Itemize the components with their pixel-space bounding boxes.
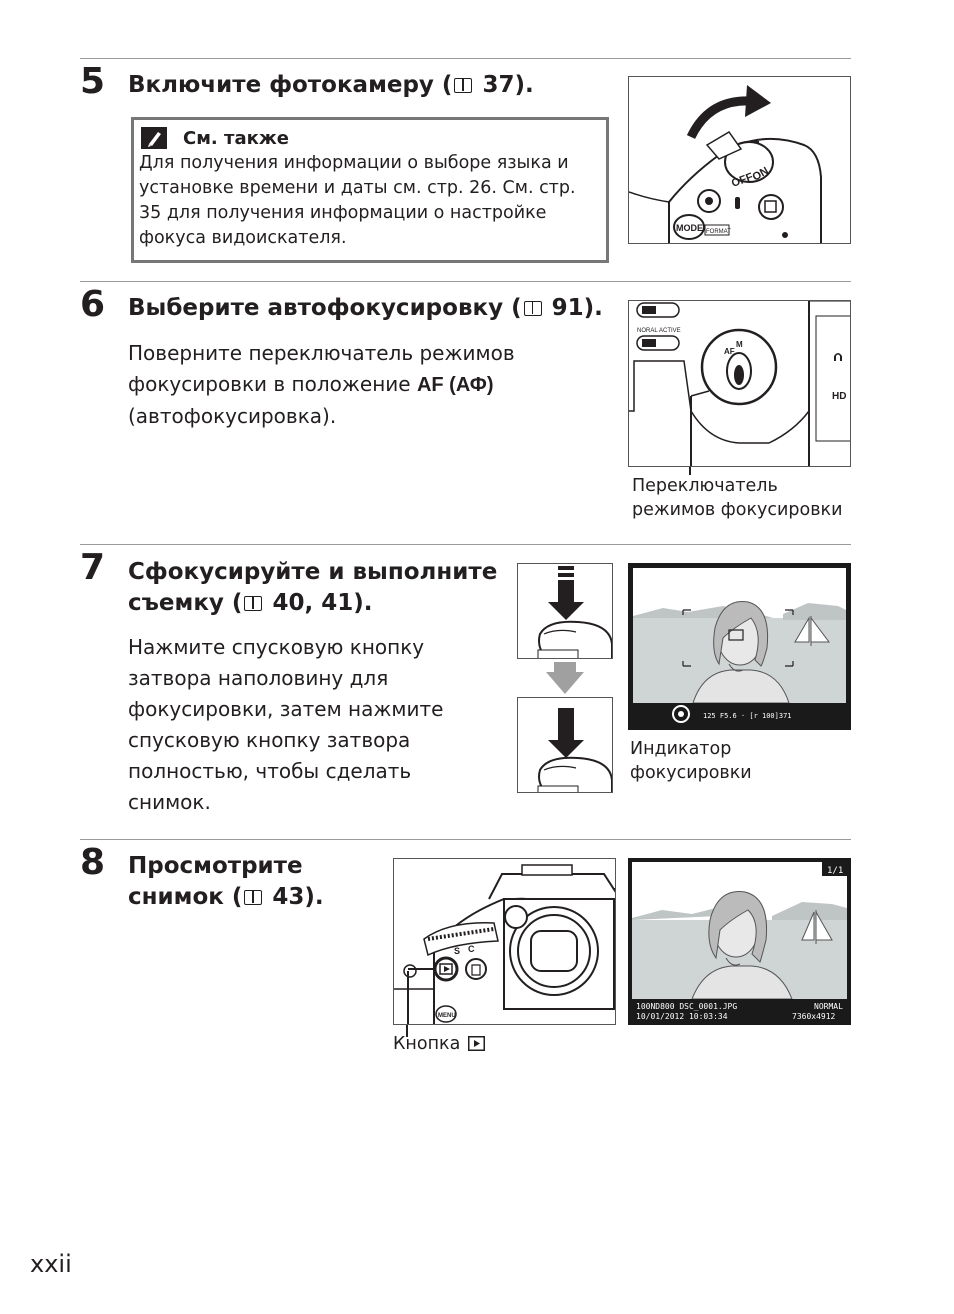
note-line: установке времени и даты см. стр. 26. См… [139,178,576,198]
af-label: AF [724,347,735,356]
focus-mode-selector-illustration: NORAL ACTIVE HD AF M [628,300,851,467]
camera-back-illustration: S C MENU [393,858,616,1025]
m-label: M [736,340,743,349]
playback-icon [467,1034,485,1058]
c-label: C [468,944,475,954]
pencil-icon [141,127,167,149]
book-ref-icon [523,301,542,316]
step-title: Включите фотокамеру ( 37). [128,72,534,98]
format-label: FORMAT [706,229,731,235]
callout-line [406,1025,408,1037]
active-label: ACTIVE [659,328,681,334]
hd-label: HD [832,391,846,402]
arrow-down-icon [546,662,584,698]
step-body: Поверните переключатель режимов фокусиро… [128,341,515,428]
divider [80,839,851,840]
capture-datetime: 10/01/2012 10:03:34 [636,1012,728,1021]
callout-line [689,467,691,475]
divider [80,544,851,545]
folder-file-name: 100ND800 DSC_0001.JPG [636,1002,737,1011]
see-also-note: См. также Для получения информации о выб… [131,117,609,263]
image-quality: NORMAL [814,1002,843,1011]
image-size: 7360x4912 [792,1012,836,1021]
mode-label: MODE [676,223,703,233]
divider [80,281,851,282]
image-counter: 1/1 [827,866,843,876]
playback-display: 1/1 100ND800 DSC_0001.JPG NORMAL 10/01/2… [628,858,851,1025]
shutter-full-press-illustration [517,697,613,793]
focus-indicator-caption: Индикатор фокусировки [630,739,752,783]
step-number: 8 [80,842,106,883]
step-body: Нажмите спусковую кнопку затвора наполов… [128,635,444,814]
note-heading: См. также [139,126,601,151]
viewfinder-display: 125 F5.6 · [r 100]371 [628,563,851,730]
step-number: 7 [80,547,106,588]
book-ref-icon [244,890,263,905]
book-ref-icon [244,596,263,611]
step-number: 6 [80,284,106,325]
divider [80,58,851,59]
noral-label: NORAL [637,328,658,334]
book-ref-icon [454,78,473,93]
playback-button-caption: Кнопка [393,1032,485,1058]
note-line: фокуса видоискателя. [139,228,347,248]
note-line: Для получения информации о выборе языка … [139,153,569,173]
step-title: Выберите автофокусировку ( 91). [128,295,603,321]
focus-selector-caption: Переключатель режимов фокусировки [632,476,843,520]
step-number: 5 [80,61,106,102]
shutter-half-press-illustration [517,563,613,659]
s-label: S [454,946,460,956]
page-number: xxii [30,1250,72,1278]
camera-power-switch-illustration: OFF ON MODE FORMAT [628,76,851,244]
menu-label: MENU [438,1013,456,1019]
step-title: Сфокусируйте и выполните съемку ( 40, 41… [128,559,498,616]
viewfinder-readout: 125 F5.6 · [r 100]371 [703,712,792,720]
step-title: Просмотрите снимок ( 43). [128,853,324,910]
note-line: 35 для получения информации о настройке [139,203,547,223]
